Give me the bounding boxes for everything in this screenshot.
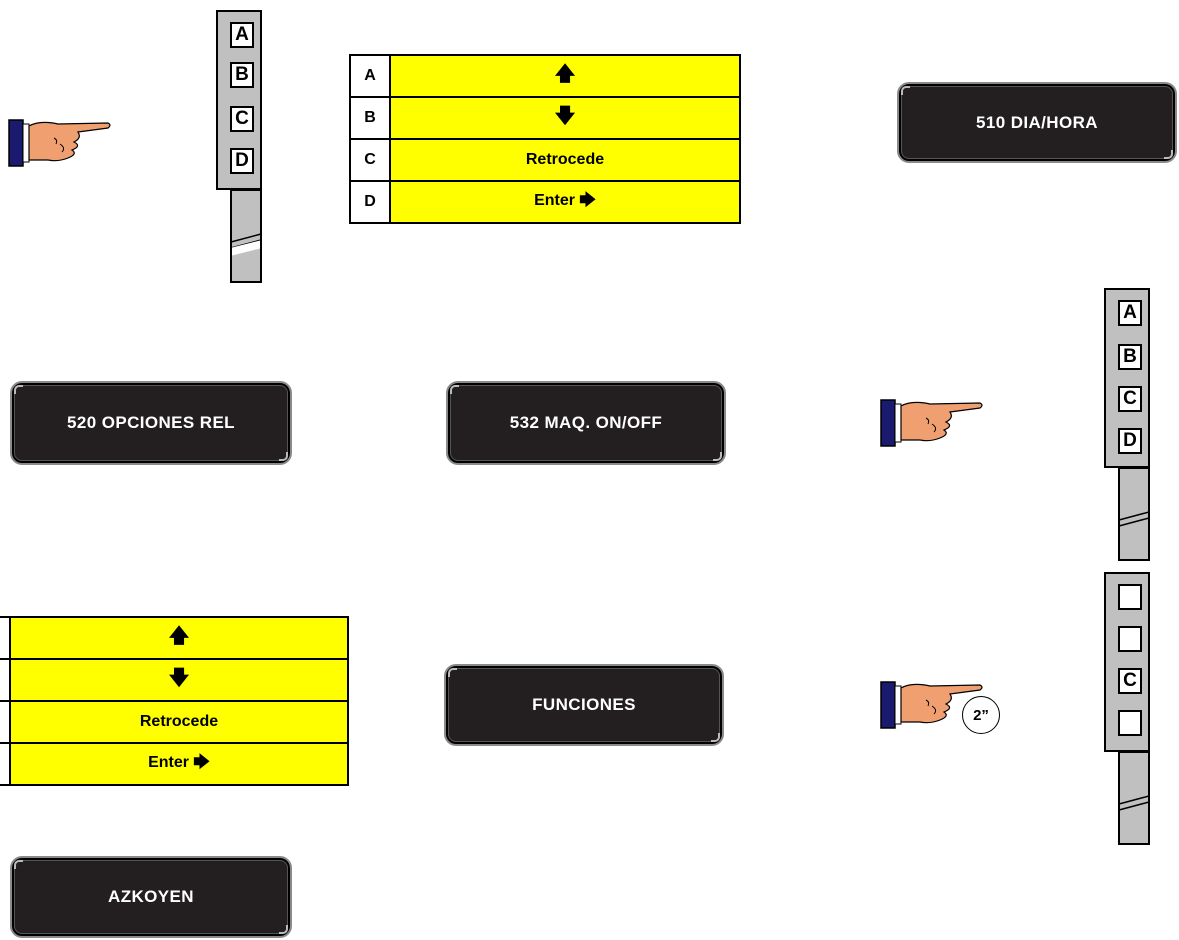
key-blank[interactable] bbox=[1118, 710, 1142, 736]
key-blank[interactable] bbox=[1118, 626, 1142, 652]
screen-text: AZKOYEN bbox=[108, 887, 194, 906]
display-screen: 520 OPCIONES REL bbox=[10, 381, 292, 465]
display-screen: 510 DIA/HORA bbox=[897, 82, 1177, 163]
pointing-hand-icon bbox=[8, 119, 111, 167]
pointing-hand-icon bbox=[880, 399, 983, 447]
legend-row: A🡅 bbox=[349, 54, 741, 98]
legend-row: B🡇 bbox=[349, 96, 741, 140]
key-b[interactable]: B bbox=[230, 62, 254, 88]
legend-row: Enter 🡆 bbox=[0, 742, 349, 786]
legend-retrocede: Retrocede bbox=[9, 700, 349, 744]
legend-retrocede: Retrocede bbox=[389, 138, 741, 182]
legend-key: D bbox=[349, 180, 391, 224]
key-legend-table: 🡅 🡇 Retrocede Enter 🡆 bbox=[0, 616, 349, 786]
arrow-up-icon: 🡅 bbox=[9, 616, 349, 660]
arrow-down-icon: 🡇 bbox=[9, 658, 349, 702]
key-c[interactable]: C bbox=[230, 106, 254, 132]
keypad-stem bbox=[1118, 752, 1150, 845]
arrow-down-icon: 🡇 bbox=[389, 96, 741, 140]
display-screen: FUNCIONES bbox=[444, 664, 724, 746]
display-screen: 532 MAQ. ON/OFF bbox=[446, 381, 726, 465]
legend-enter: Enter 🡆 bbox=[389, 180, 741, 224]
display-screen: AZKOYEN bbox=[10, 856, 292, 938]
legend-row: Retrocede bbox=[0, 700, 349, 744]
key-a[interactable]: A bbox=[1118, 300, 1142, 326]
legend-row: 🡅 bbox=[0, 616, 349, 660]
key-c[interactable]: C bbox=[1118, 668, 1142, 694]
key-b[interactable]: B bbox=[1118, 344, 1142, 370]
arrow-up-icon: 🡅 bbox=[389, 54, 741, 98]
hold-duration-badge: 2” bbox=[962, 696, 1000, 734]
keypad-stem bbox=[1118, 468, 1150, 561]
key-a[interactable]: A bbox=[230, 22, 254, 48]
screen-text: 532 MAQ. ON/OFF bbox=[509, 413, 663, 432]
screen-text: FUNCIONES bbox=[532, 695, 636, 714]
screen-text: 510 DIA/HORA bbox=[976, 112, 1098, 132]
pointing-hand-icon bbox=[880, 681, 983, 729]
key-c[interactable]: C bbox=[1118, 386, 1142, 412]
key-d[interactable]: D bbox=[1118, 428, 1142, 454]
key-blank[interactable] bbox=[1118, 584, 1142, 610]
legend-key: A bbox=[349, 54, 391, 98]
screen-text: 520 OPCIONES REL bbox=[67, 413, 235, 432]
legend-enter: Enter 🡆 bbox=[9, 742, 349, 786]
hold-duration-text: 2” bbox=[973, 706, 989, 724]
keypad-stem bbox=[230, 190, 262, 283]
key-d[interactable]: D bbox=[230, 148, 254, 174]
legend-row: 🡇 bbox=[0, 658, 349, 702]
legend-key: C bbox=[349, 138, 391, 182]
legend-key: B bbox=[349, 96, 391, 140]
